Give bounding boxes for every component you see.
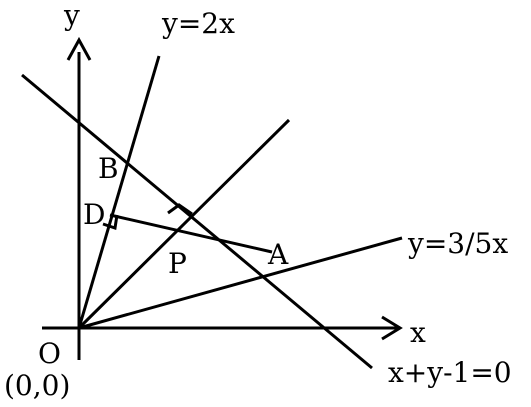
line-y-3-5x xyxy=(78,236,403,330)
right-angle-marker-foot xyxy=(167,203,193,216)
y-axis-arrow xyxy=(66,36,92,61)
origin-label: O xyxy=(38,337,61,370)
point-label-P: P xyxy=(168,247,187,280)
right-angle-marker-D xyxy=(102,214,119,230)
line-label-y-2x: y=2x xyxy=(161,7,235,40)
y-axis-label: y xyxy=(63,0,80,32)
x-axis-label: x xyxy=(410,316,426,349)
point-label-D: D xyxy=(83,198,105,231)
line-label-x-y-1: x+y-1=0 xyxy=(388,356,512,389)
origin-coords-label: (0,0) xyxy=(4,369,70,402)
line-label-y-3-5x: y=3/5x xyxy=(407,227,508,260)
x-axis-arrow xyxy=(381,315,403,341)
point-label-B: B xyxy=(98,152,119,185)
segment-DA xyxy=(109,213,273,254)
point-label-A: A xyxy=(267,238,289,271)
line-y-2x xyxy=(77,55,161,329)
line-bisector xyxy=(77,118,291,330)
line-x-plus-y-minus-1 xyxy=(21,73,373,370)
